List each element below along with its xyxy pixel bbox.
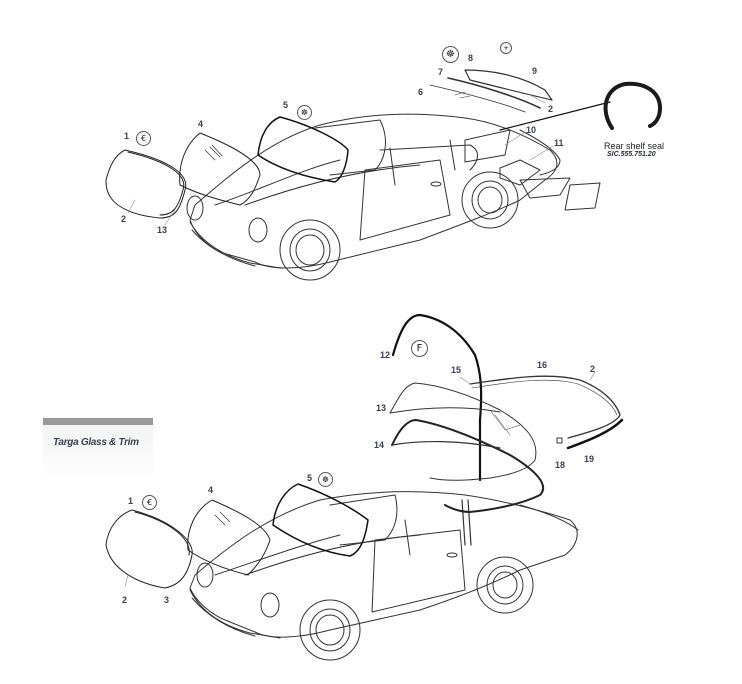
fitting-symbol-icon: F [411, 340, 428, 357]
heated-glass-icon: ☸ [442, 46, 459, 63]
callout-2-rear: 2 [548, 104, 554, 114]
callout-13: 13 [157, 225, 168, 235]
callout-9: 9 [532, 66, 538, 76]
callout-18: 18 [555, 460, 566, 470]
targa-rear-window [389, 382, 537, 481]
banner-bar [43, 418, 153, 425]
targa-car-body [189, 491, 579, 661]
callout-12: 12 [380, 350, 391, 360]
section-title: Targa Glass & Trim [53, 437, 139, 448]
targa-end-plug [556, 437, 563, 444]
callout-2-roof: 2 [590, 364, 596, 374]
callout-13-targa: 13 [376, 403, 387, 413]
callout-1-targa: 1 [128, 496, 134, 506]
rear-shelf-seal-caption: Rear shelf seal [604, 141, 665, 151]
coupe-windscreen-glass [105, 149, 187, 219]
callout-14: 14 [374, 440, 385, 450]
callout-6: 6 [418, 87, 424, 97]
callout-7: 7 [438, 67, 444, 77]
callout-10: 10 [526, 125, 537, 135]
seal-leader-line [499, 101, 611, 131]
callout-4: 4 [198, 119, 204, 129]
euro-symbol-icon: € [136, 131, 151, 146]
coupe-heated-windscreen [179, 132, 261, 206]
rear-shelf-seal-part-number: SIC.555.751.20 [607, 151, 656, 158]
callout-19: 19 [584, 454, 595, 464]
coupe-windscreen-tinted [257, 116, 349, 183]
callout-3: 3 [164, 595, 170, 605]
targa-leader-lines [124, 371, 596, 588]
section-banner: Targa Glass & Trim [43, 418, 153, 478]
callout-4-targa: 4 [208, 485, 214, 495]
targa-seal-strip [566, 418, 624, 450]
targa-heated-windscreen [187, 499, 271, 576]
coupe-side-quarter-glass [519, 177, 601, 211]
targa-rear-window-seal [391, 419, 545, 513]
callout-1: 1 [124, 131, 130, 141]
callout-11: 11 [554, 138, 564, 148]
callout-8: 8 [468, 53, 474, 63]
rear-shelf-seal-coil [603, 81, 662, 130]
callout-15: 15 [451, 365, 462, 375]
plus-symbol-icon: + [500, 42, 512, 54]
targa-rollbar-seal [391, 313, 483, 482]
targa-windscreen-tinted [272, 483, 369, 557]
callout-5: 5 [283, 100, 289, 110]
targa-roof-seal [469, 375, 621, 439]
coupe-leader-lines [127, 94, 554, 226]
callout-5-targa: 5 [307, 473, 313, 483]
callout-2-targa: 2 [122, 595, 128, 605]
tinted-glass-icon: ☸ [318, 472, 333, 487]
coupe-rear-glass-parts [429, 69, 553, 113]
callout-2: 2 [121, 214, 127, 224]
targa-windscreen-glass [105, 509, 193, 589]
callout-16: 16 [537, 360, 548, 370]
coupe-car-body [186, 113, 561, 281]
euro-symbol-icon: € [142, 495, 157, 510]
tinted-glass-icon: ☸ [297, 105, 312, 120]
